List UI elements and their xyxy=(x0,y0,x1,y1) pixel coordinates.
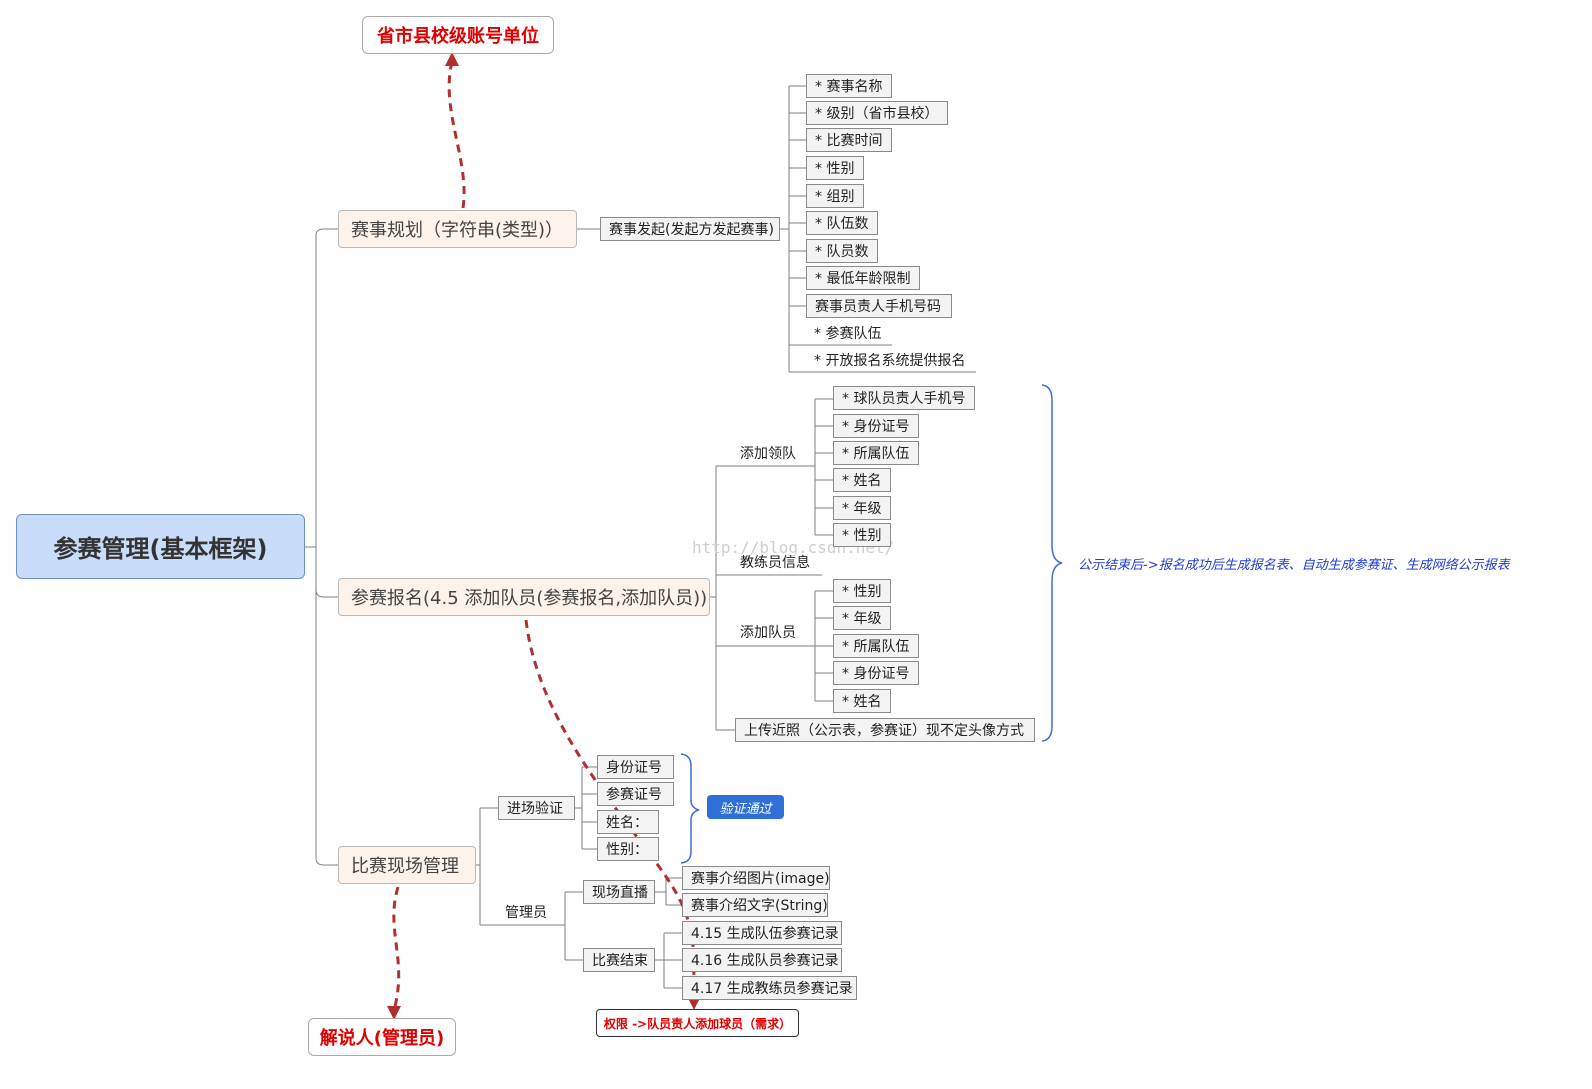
planning-field[interactable]: * 队员数 xyxy=(806,239,878,263)
entry-check-node[interactable]: 进场验证 xyxy=(498,796,575,820)
end-item[interactable]: 4.17 生成教练员参赛记录 xyxy=(682,976,857,1000)
leader-field[interactable]: * 身份证号 xyxy=(833,414,919,438)
leader-field[interactable]: * 年级 xyxy=(833,496,891,520)
end-item[interactable]: 4.16 生成队员参赛记录 xyxy=(682,948,842,972)
planning-field[interactable]: * 开放报名系统提供报名 xyxy=(814,353,966,369)
entry-field[interactable]: 姓名： xyxy=(597,810,659,834)
planning-field[interactable]: * 最低年龄限制 xyxy=(806,266,920,290)
admin-node[interactable]: 管理员 xyxy=(505,905,547,921)
root-topic[interactable]: 参赛管理(基本框架) xyxy=(16,514,305,579)
account-units-callout[interactable]: 省市县校级账号单位 xyxy=(362,16,554,54)
planning-field[interactable]: * 性别 xyxy=(806,156,864,180)
coach-info-node[interactable]: 教练员信息 xyxy=(740,555,810,571)
planning-field[interactable]: * 比赛时间 xyxy=(806,128,892,152)
permission-callout[interactable]: 权限 ->队员责人添加球员（需求） xyxy=(596,1009,799,1037)
leader-field[interactable]: * 性别 xyxy=(833,523,891,547)
member-field[interactable]: * 年级 xyxy=(833,606,891,630)
member-field[interactable]: * 姓名 xyxy=(833,689,891,713)
planning-field[interactable]: 赛事员责人手机号码 xyxy=(806,294,952,318)
upload-photo-node[interactable]: 上传近照（公示表，参赛证）现不定头像方式 xyxy=(735,718,1035,742)
branch-registration[interactable]: 参赛报名(4.5 添加队员(参赛报名,添加队员)) xyxy=(338,578,710,616)
add-leader-node[interactable]: 添加领队 xyxy=(740,446,796,462)
entry-field[interactable]: 参赛证号 xyxy=(597,782,674,806)
member-field[interactable]: * 所属队伍 xyxy=(833,634,919,658)
planning-field[interactable]: * 参赛队伍 xyxy=(814,326,882,342)
member-field[interactable]: * 性别 xyxy=(833,579,891,603)
live-item[interactable]: 赛事介绍文字(String) xyxy=(682,893,828,917)
live-node[interactable]: 现场直播 xyxy=(583,880,655,904)
launch-node[interactable]: 赛事发起(发起方发起赛事) xyxy=(600,217,780,241)
entry-field[interactable]: 性别： xyxy=(597,837,659,861)
match-end-node[interactable]: 比赛结束 xyxy=(583,948,655,972)
leader-field[interactable]: * 所属队伍 xyxy=(833,441,919,465)
live-item[interactable]: 赛事介绍图片(image) xyxy=(682,866,830,890)
add-member-node[interactable]: 添加队员 xyxy=(740,625,796,641)
verified-badge: 验证通过 xyxy=(707,795,784,819)
leader-field[interactable]: * 球队员责人手机号 xyxy=(833,386,975,410)
commentator-callout[interactable]: 解说人(管理员) xyxy=(308,1018,456,1056)
registration-note: 公示结束后->报名成功后生成报名表、自动生成参赛证、生成网络公示报表 xyxy=(1078,558,1510,573)
planning-field[interactable]: * 级别（省市县校） xyxy=(806,101,948,125)
end-item[interactable]: 4.15 生成队伍参赛记录 xyxy=(682,921,842,945)
branch-planning[interactable]: 赛事规划（字符串(类型)） xyxy=(338,210,577,248)
branch-onsite[interactable]: 比赛现场管理 xyxy=(338,846,476,884)
planning-field[interactable]: * 队伍数 xyxy=(806,211,878,235)
entry-field[interactable]: 身份证号 xyxy=(597,755,674,779)
leader-field[interactable]: * 姓名 xyxy=(833,468,891,492)
planning-field[interactable]: * 组别 xyxy=(806,184,864,208)
planning-field[interactable]: * 赛事名称 xyxy=(806,74,892,98)
member-field[interactable]: * 身份证号 xyxy=(833,661,919,685)
